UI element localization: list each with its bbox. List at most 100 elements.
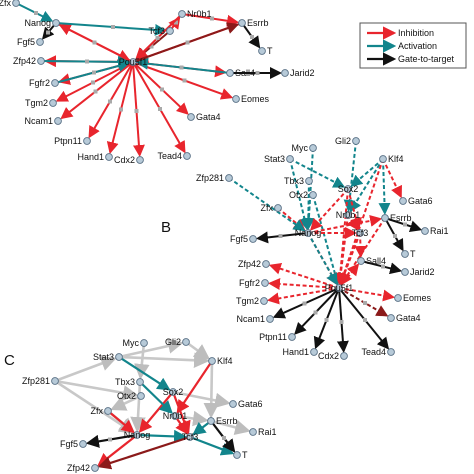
edge-c-zfp281-otx2 [54, 379, 139, 401]
node-b-tead4 [387, 348, 395, 356]
node-label-b-eomes: Eomes [403, 293, 432, 303]
node-a-eomes [232, 95, 240, 103]
edge-c-otx2-zfx [110, 394, 142, 411]
edge-c-zfp281-stat3 [54, 356, 117, 383]
node-a-hand1 [105, 153, 113, 161]
node-label-a-fgf5: Fgf5 [17, 37, 35, 47]
node-label-a-eomes: Eomes [241, 94, 270, 104]
edge-c-nanog-tcf3 [136, 429, 188, 443]
node-b-hand1 [310, 348, 318, 356]
edge-c-sox2-gata6 [172, 390, 231, 409]
node-label-b-stat3: Stat3 [264, 154, 285, 164]
gate-node [182, 78, 187, 83]
node-label-c-zfp42: Zfp42 [67, 463, 90, 473]
node-a-gata4 [187, 113, 195, 121]
node-c-stat3 [115, 353, 123, 361]
node-b-pou5f1 [335, 284, 343, 292]
node-label-c-nanog: Nanog [124, 430, 151, 440]
edge-b-pou5f1-zfp42 [268, 262, 340, 289]
node-label-b-otx2: Otx2 [289, 190, 308, 200]
node-c-zfp42 [91, 464, 99, 472]
edge-c-tbx3-nr0b1 [139, 381, 173, 415]
node-label-a-ncam1: Ncam1 [24, 116, 53, 126]
node-label-c-otx2: Otx2 [117, 391, 136, 401]
gate-node [278, 234, 283, 238]
edge-a-sall4-pou5f1 [135, 57, 231, 74]
gate-node [324, 318, 329, 322]
node-a-pou5f1 [129, 58, 137, 66]
edge-a-pou5f1-esrrb [132, 22, 240, 63]
node-label-a-hand1: Hand1 [77, 152, 104, 162]
node-label-a-ptpn11: Ptpn11 [54, 136, 82, 146]
node-a-tead4 [183, 152, 191, 160]
gate-node [363, 318, 367, 322]
gate-node [393, 234, 397, 238]
node-label-b-gli2: Gli2 [335, 136, 351, 146]
node-label-c-zfp281: Zfp281 [22, 376, 50, 386]
node-label-c-esrrb: Esrrb [216, 416, 238, 426]
node-b-gata6 [399, 197, 407, 205]
node-a-ptpn11 [83, 137, 91, 145]
node-a-jarid2 [281, 69, 289, 77]
node-label-a-esrrb: Esrrb [247, 18, 269, 28]
edges-layer [15, 2, 423, 470]
node-label-b-rai1: Rai1 [430, 226, 449, 236]
edge-b-otx2-pou5f1 [312, 194, 341, 286]
edge-a-pou5f1-tead4 [132, 61, 186, 154]
edge-c-tcf3-zfp42 [97, 435, 191, 470]
edge-a-pou5f1-eomes [132, 61, 234, 100]
node-b-zfp42 [262, 260, 270, 268]
node-label-a-cdx2: Cdx2 [114, 155, 135, 165]
node-label-a-t: T [267, 46, 273, 56]
edge-b-pou5f1-gata4 [338, 287, 389, 317]
node-label-a-tgm2: Tgm2 [25, 98, 48, 108]
node-label-c-gata6: Gata6 [238, 399, 263, 409]
node-label-b-nr0b1: Nr0b1 [336, 210, 361, 220]
edge-a-pou5f1-hand1 [106, 61, 134, 155]
node-label-b-cdx2: Cdx2 [318, 351, 339, 361]
node-c-t [233, 451, 241, 459]
node-label-b-nanog: Nanog [295, 228, 322, 238]
gate-node [111, 25, 115, 29]
edge-a-zfx-nanog [15, 2, 54, 22]
edge-c-esrrb-rai1 [210, 419, 251, 435]
edge-b-esrrb-t [384, 217, 404, 252]
node-label-a-fgfr2: Fgfr2 [29, 78, 50, 88]
gate-node [174, 20, 178, 25]
node-b-gli2 [352, 137, 360, 145]
node-label-a-pou5f1: Pou5f1 [119, 57, 148, 67]
node-a-fgf5 [36, 38, 44, 46]
gate-node [155, 36, 160, 40]
gate-node [158, 107, 162, 111]
gate-node [34, 11, 38, 15]
edge-a-pou5f1-cdx2 [132, 61, 145, 158]
edge-c-stat3-gli2 [118, 338, 184, 359]
node-b-jarid2 [401, 268, 409, 276]
node-label-c-tcf3: Tcf3 [182, 432, 199, 442]
node-label-a-zfp42: Zfp42 [13, 56, 36, 66]
gate-node [93, 89, 98, 94]
gate-node [363, 301, 367, 305]
node-c-klf4 [208, 357, 216, 365]
node-b-ncam1 [266, 315, 274, 323]
gate-node [92, 40, 97, 45]
edge-b-nanog-fgf5 [255, 231, 309, 244]
edge-a-pou5f1-ptpn11 [88, 61, 134, 139]
gate-node [381, 264, 385, 269]
node-label-b-klf4: Klf4 [388, 154, 404, 164]
node-label-c-rai1: Rai1 [258, 427, 277, 437]
edge-b-nr0b1-pou5f1 [334, 214, 349, 286]
gate-node [339, 320, 344, 324]
node-label-b-ncam1: Ncam1 [236, 314, 265, 324]
edge-b-nanog-esrrb [307, 214, 383, 234]
node-b-cdx2 [340, 352, 348, 360]
edge-b-sox2-nanog [310, 188, 349, 231]
node-c-zfp281 [51, 377, 59, 385]
node-a-sall4 [226, 69, 234, 77]
gate-node [313, 310, 318, 315]
node-label-c-myc: Myc [123, 338, 140, 348]
edge-c-tbx3-nanog [130, 381, 146, 433]
node-a-nanog [52, 19, 60, 27]
node-b-klf4 [379, 155, 387, 163]
edge-a-esrrb-t [241, 22, 261, 49]
